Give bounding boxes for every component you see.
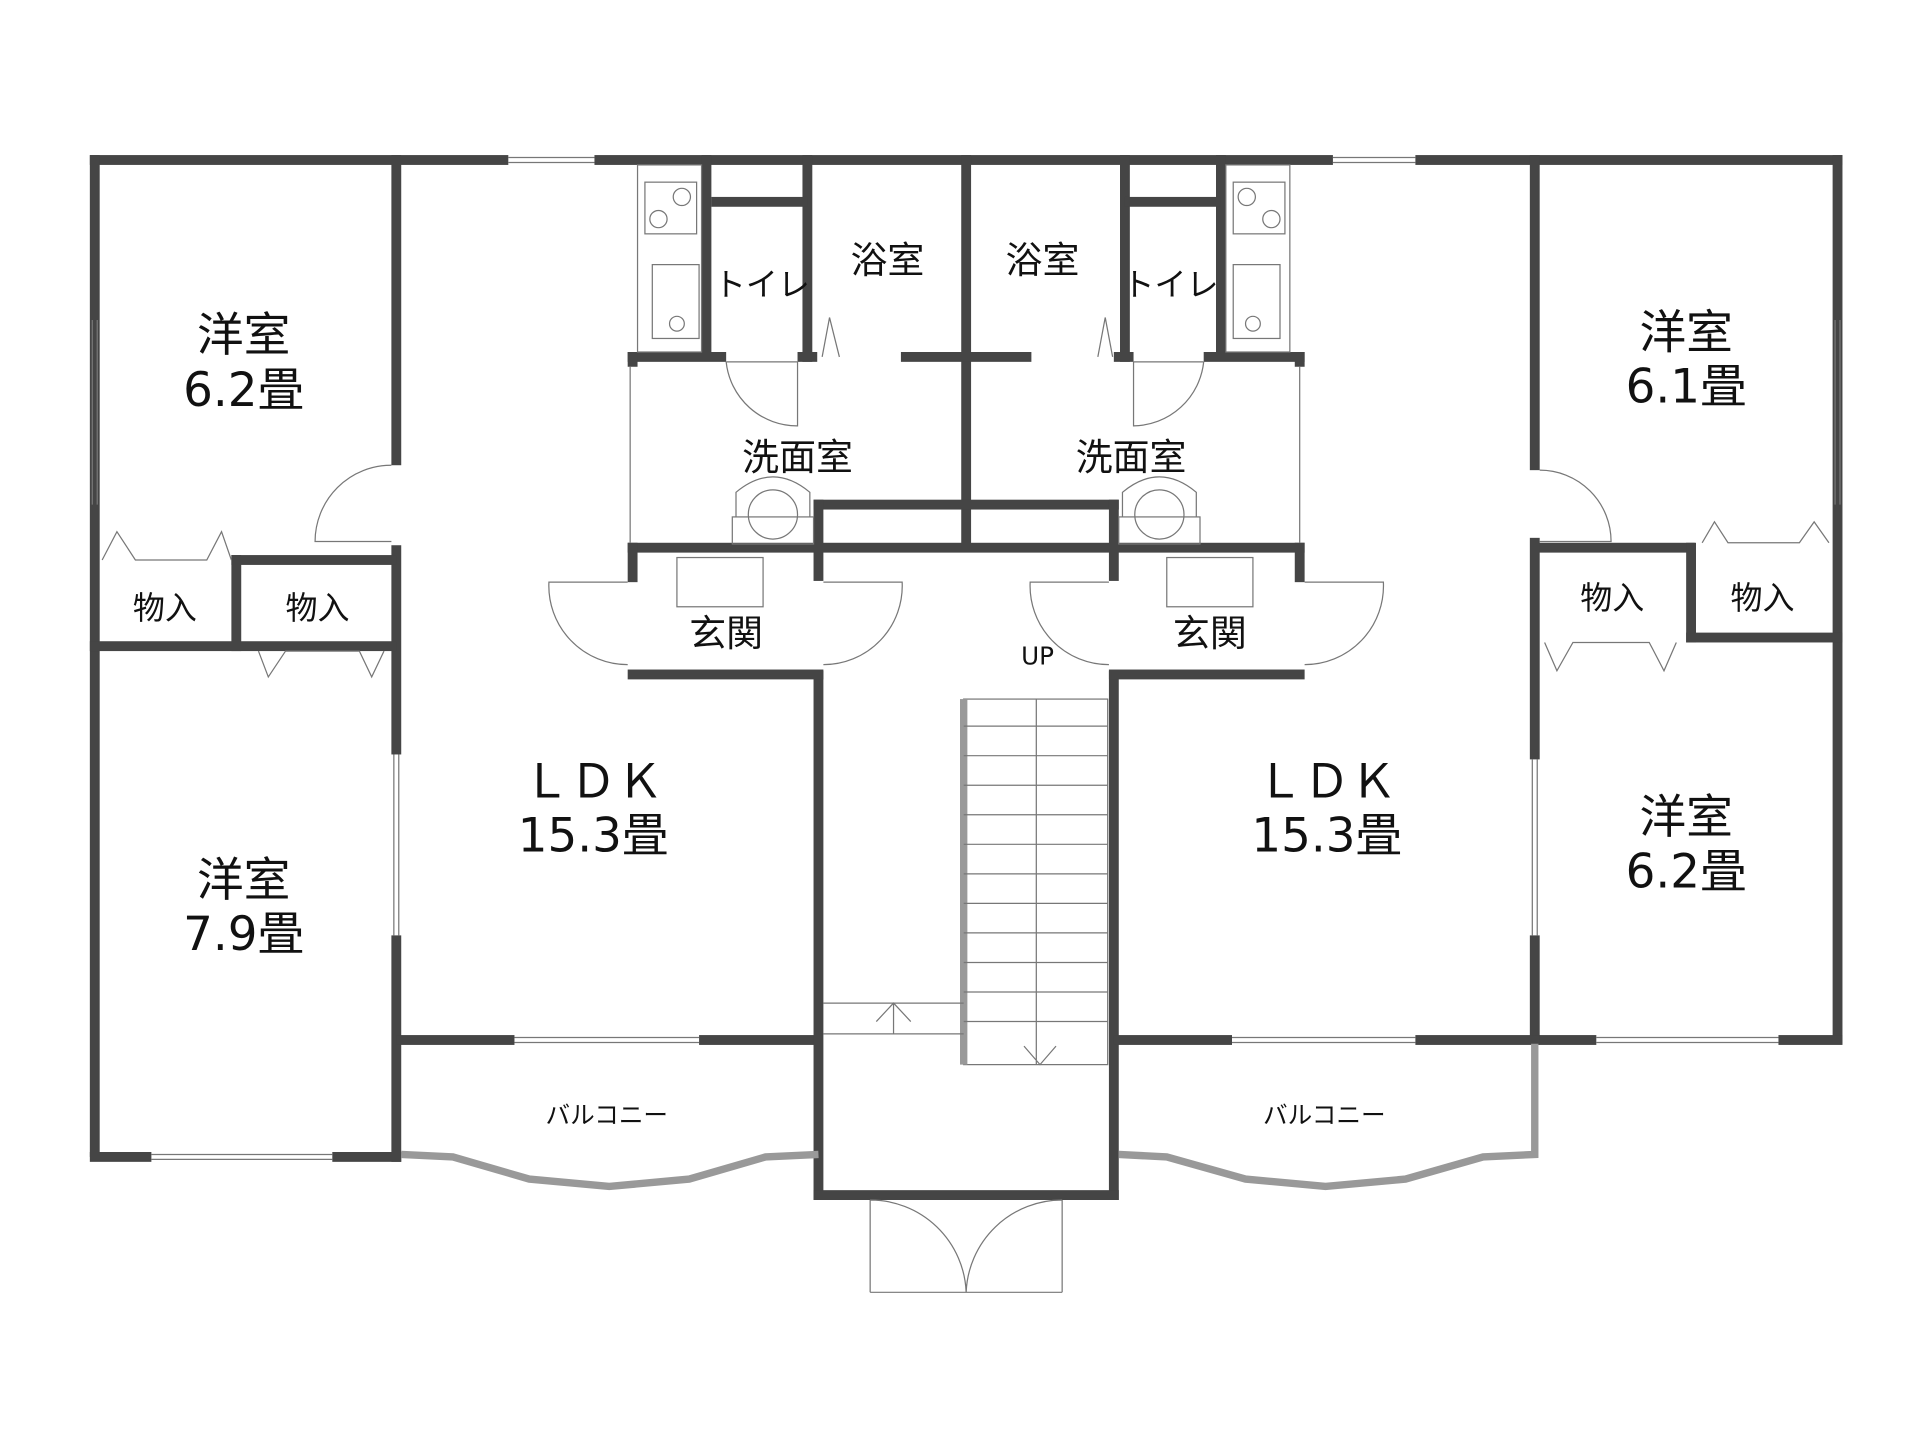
right-ldk-size: 15.3畳 bbox=[1251, 810, 1402, 864]
left-bedroom-bottom-size: 7.9畳 bbox=[183, 908, 304, 962]
left-toilet: トイレ bbox=[714, 265, 810, 303]
left-ldk-name: ＬＤＫ bbox=[523, 756, 663, 810]
right-bedroom-top-size: 6.1畳 bbox=[1626, 360, 1747, 414]
right-balcony: バルコニー bbox=[1263, 1101, 1386, 1130]
left-closet-2: 物入 bbox=[286, 589, 350, 627]
right-toilet: トイレ bbox=[1122, 265, 1218, 303]
left-bedroom-bottom-name: 洋室 bbox=[197, 854, 291, 908]
left-unit-labels: 洋室 6.2畳 洋室 7.9畳 物入 物入 ＬＤＫ 15.3畳 トイレ 浴室 洗… bbox=[133, 239, 924, 1129]
right-bedroom-top-name: 洋室 bbox=[1639, 306, 1733, 360]
balconies bbox=[401, 1043, 1539, 1191]
stairs-up-label: UP bbox=[1021, 642, 1054, 671]
right-bath: 浴室 bbox=[1006, 239, 1080, 282]
right-closet-2: 物入 bbox=[1730, 579, 1794, 617]
left-bedroom-top-name: 洋室 bbox=[197, 309, 291, 363]
left-bedroom-top-size: 6.2畳 bbox=[183, 364, 304, 418]
left-bath: 浴室 bbox=[850, 239, 924, 282]
right-washroom: 洗面室 bbox=[1076, 436, 1187, 479]
kitchen-fixtures bbox=[636, 164, 1291, 353]
right-closet-1: 物入 bbox=[1580, 579, 1644, 617]
left-ldk-size: 15.3畳 bbox=[518, 810, 669, 864]
right-bedroom-bottom-name: 洋室 bbox=[1639, 791, 1733, 845]
walls bbox=[89, 155, 1843, 1200]
left-washroom: 洗面室 bbox=[742, 436, 853, 479]
left-entrance: 玄関 bbox=[689, 612, 763, 655]
left-balcony: バルコニー bbox=[545, 1101, 668, 1130]
washbasins bbox=[731, 476, 1201, 545]
stairs[interactable]: UP bbox=[823, 642, 1109, 1066]
left-closet-1: 物入 bbox=[133, 589, 197, 627]
right-ldk-name: ＬＤＫ bbox=[1257, 756, 1397, 810]
windows bbox=[91, 156, 1841, 1160]
doors bbox=[101, 317, 1830, 1293]
right-bedroom-bottom-size: 6.2畳 bbox=[1626, 845, 1747, 899]
right-unit-labels: 洋室 6.1畳 洋室 6.2畳 物入 物入 ＬＤＫ 15.3畳 トイレ 浴室 洗… bbox=[1006, 239, 1795, 1129]
right-entrance: 玄関 bbox=[1173, 612, 1247, 655]
